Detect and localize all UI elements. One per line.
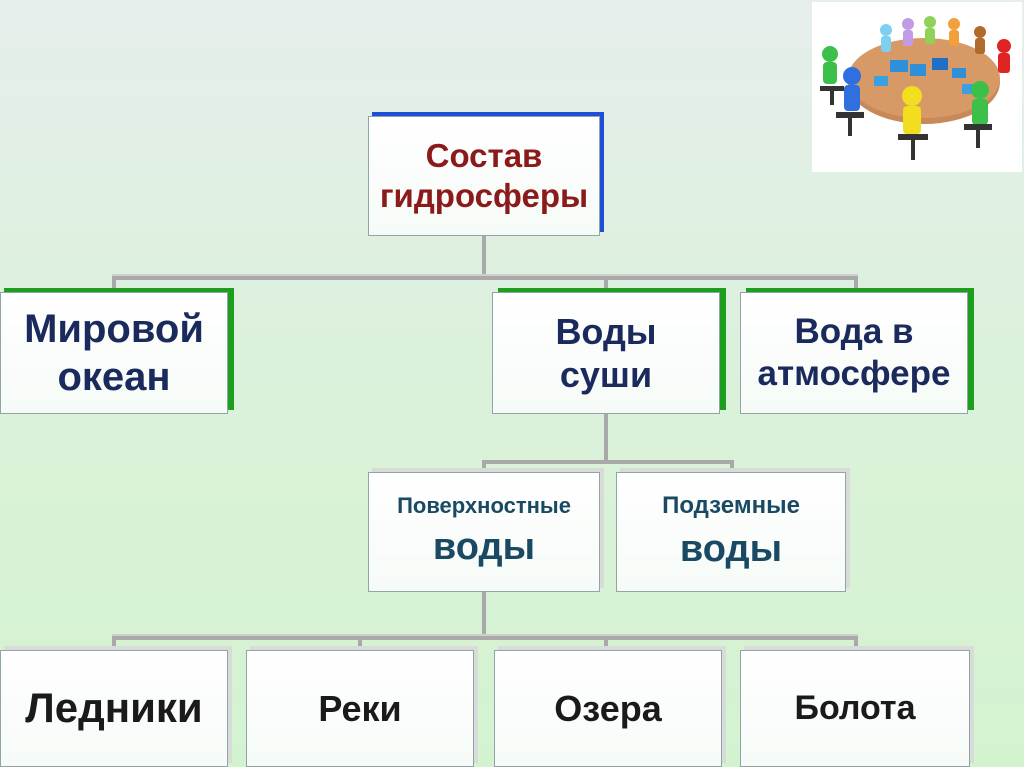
connector-to-swamps <box>854 636 858 650</box>
connector-to-surface <box>482 460 486 472</box>
people-around-table-icon <box>812 2 1022 172</box>
connector-to-lakes <box>604 636 608 650</box>
connector-land-water-down <box>604 412 608 462</box>
ocean-box: Мировой океан <box>0 292 228 414</box>
lakes-box: Озера <box>494 650 722 767</box>
rivers-box: Реки <box>246 650 474 767</box>
ocean-label-line2: океан <box>57 355 171 399</box>
rivers-label: Реки <box>318 687 402 729</box>
connector-level1-bar <box>112 276 858 280</box>
connector-root-down <box>482 234 486 278</box>
connector-to-rivers <box>358 636 362 650</box>
atmosphere-box: Вода в атмосфере <box>740 292 968 414</box>
atmosphere-label-line2: атмосфере <box>757 354 951 393</box>
land-water-box: Воды суши <box>492 292 720 414</box>
atmosphere-label-line1: Вода в <box>794 312 914 351</box>
connector-to-underground <box>730 460 734 472</box>
connector-to-ocean <box>112 276 116 292</box>
land-water-label-line1: Воды <box>555 310 657 352</box>
surface-water-label-line1: Поверхностные <box>397 493 571 518</box>
surface-water-box: Поверхностные воды <box>368 472 600 592</box>
connector-level1-top <box>112 274 858 276</box>
land-water-label-line2: суши <box>559 354 653 395</box>
surface-water-label-line2: воды <box>432 526 536 569</box>
underground-water-label-line1: Подземные <box>662 491 800 519</box>
underground-water-label-line2: воды <box>679 527 783 570</box>
ocean-label-line1: Мировой <box>24 307 204 351</box>
connector-level2-bar <box>482 460 734 464</box>
connector-to-atmosphere <box>854 276 858 292</box>
lakes-label: Озера <box>554 687 662 729</box>
connector-to-glaciers <box>112 636 116 650</box>
underground-water-box: Подземные воды <box>616 472 846 592</box>
swamps-box: Болота <box>740 650 970 767</box>
connector-to-land-water <box>604 276 608 292</box>
root-box: Состав гидросферы <box>368 116 600 236</box>
connector-level3-bar <box>112 636 858 640</box>
connector-level3-top <box>112 634 858 636</box>
root-label-line1: Состав <box>425 137 543 175</box>
swamps-label: Болота <box>794 689 916 728</box>
root-label-line2: гидросферы <box>379 177 589 214</box>
connector-surface-down <box>482 590 486 638</box>
glaciers-label: Ледники <box>25 684 203 732</box>
glaciers-box: Ледники <box>0 650 228 767</box>
